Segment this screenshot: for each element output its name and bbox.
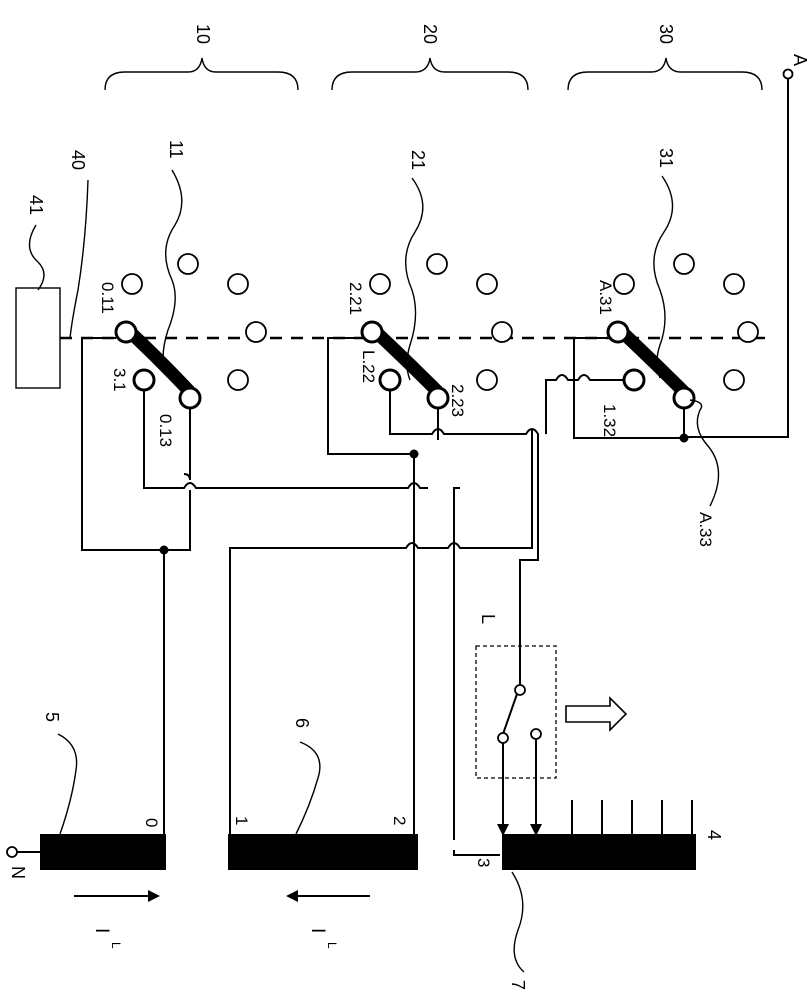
block-7-taps xyxy=(571,800,693,834)
contact-0-13 xyxy=(178,386,202,410)
contact-2-23 xyxy=(426,386,450,410)
tap-3-label: 3 xyxy=(474,858,493,867)
wire-0-13-down xyxy=(164,490,191,551)
contact-a-31 xyxy=(606,320,630,344)
terminal-n-label: N xyxy=(8,866,28,879)
contact-l-22-label: L.22 xyxy=(359,350,378,383)
switch-l-pivot xyxy=(514,684,526,696)
leader-41 xyxy=(28,224,45,291)
block-6 xyxy=(228,834,418,870)
tap-2-label: 2 xyxy=(390,816,409,825)
switch-group-10 xyxy=(114,253,267,410)
line-40-label: 40 xyxy=(68,150,88,170)
terminal-n xyxy=(6,846,18,858)
block-4-label: 4 xyxy=(704,830,724,840)
wire-1-32 xyxy=(545,374,624,434)
wire-tap-3 xyxy=(452,487,460,840)
brace-20 xyxy=(331,57,529,91)
switch-group-30 xyxy=(606,253,759,410)
terminal-a-label: A xyxy=(790,54,808,66)
contact-1-32-label: 1.32 xyxy=(600,404,619,437)
contact-3-1-label: 3.1 xyxy=(110,368,129,392)
contact-0-13-label: 0.13 xyxy=(156,414,175,447)
current-arrow-2 xyxy=(286,890,370,902)
brace-10 xyxy=(104,57,299,91)
current-1-sub: L xyxy=(109,942,123,949)
contact-a-33 xyxy=(672,386,696,410)
switch-l-arrow-1 xyxy=(497,824,509,836)
box-41 xyxy=(15,287,61,389)
block-5 xyxy=(40,834,166,870)
contact-3-1 xyxy=(132,368,156,392)
switch-l-contact-2 xyxy=(530,728,542,740)
switch-21-label: 21 xyxy=(408,150,428,170)
contact-a-33-label: A.33 xyxy=(696,512,715,547)
current-2-label: I xyxy=(307,928,328,933)
wire-0-11 xyxy=(81,337,164,551)
wire-tap3-feed xyxy=(453,850,500,856)
contact-2-21-label: 2.21 xyxy=(346,282,365,315)
contact-0-11 xyxy=(114,320,138,344)
contact-2-23-label: 2.23 xyxy=(448,384,467,417)
leader-31 xyxy=(653,175,674,379)
switch-31-label: 31 xyxy=(656,148,676,168)
tap-0-label: 0 xyxy=(142,818,161,827)
switch-l-box xyxy=(475,645,557,779)
terminal-a xyxy=(782,68,794,80)
switch-l-label: L xyxy=(478,614,498,624)
block-6-label: 6 xyxy=(292,718,312,728)
tap-1-label: 1 xyxy=(232,816,251,825)
leader-40 xyxy=(69,179,89,339)
current-arrow-1 xyxy=(74,890,160,902)
brace-30 xyxy=(567,57,763,91)
switch-l-arrow-2 xyxy=(530,824,542,836)
block-5-label: 5 xyxy=(42,712,62,722)
contact-l-22 xyxy=(378,368,402,392)
leader-a-33 xyxy=(689,399,720,507)
leader-21 xyxy=(405,177,424,381)
group-10-label: 10 xyxy=(193,24,213,44)
box-41-label: 41 xyxy=(26,195,46,215)
wire-a-output xyxy=(683,79,789,438)
block-7-label: 7 xyxy=(508,980,528,990)
contact-a-31-label: A.31 xyxy=(596,280,615,315)
switch-l-blade xyxy=(502,693,518,735)
motion-arrow-icon xyxy=(565,696,628,732)
switch-group-20 xyxy=(360,253,513,410)
leader-6 xyxy=(295,741,321,835)
leader-5 xyxy=(57,733,78,835)
junction-a xyxy=(679,433,689,443)
leader-11 xyxy=(162,169,183,371)
current-2-sub: L xyxy=(325,942,339,949)
contact-0-11-label: 0.11 xyxy=(98,282,117,314)
current-1-label: I xyxy=(91,928,112,933)
switch-l-contact-1 xyxy=(497,732,509,744)
group-30-label: 30 xyxy=(656,24,676,44)
wire-0-13 xyxy=(183,408,191,481)
contact-2-21 xyxy=(360,320,384,344)
wire-3-1 xyxy=(143,390,428,489)
block-7 xyxy=(502,834,696,870)
leader-7 xyxy=(511,871,525,973)
wire-2-21 xyxy=(327,337,414,455)
group-20-label: 20 xyxy=(420,24,440,44)
switch-11-label: 11 xyxy=(166,140,186,159)
contact-1-32 xyxy=(622,368,646,392)
wire-a-31 xyxy=(573,337,684,439)
wire-l-22 xyxy=(389,390,539,690)
